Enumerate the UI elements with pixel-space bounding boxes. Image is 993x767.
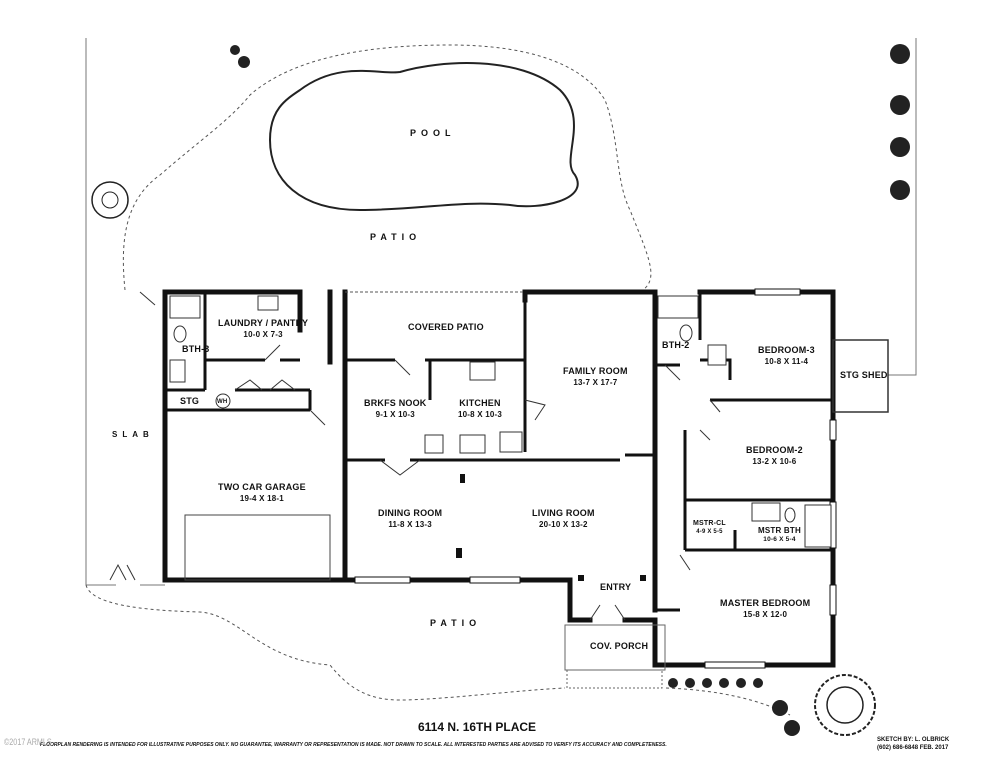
room-dim: 10-8 X 11-4 [764, 357, 809, 366]
room-dim: 20-10 X 13-2 [539, 520, 588, 529]
lot-lines [85, 38, 917, 586]
copyright-watermark: ©2017 ARMLS [4, 737, 52, 747]
room-dim: 4-9 X 5-5 [696, 529, 723, 535]
interior-walls [165, 292, 833, 612]
patio-boundary [122, 44, 652, 293]
slab-label: SLAB [112, 430, 154, 439]
room-kitchen: KITCHEN 10-8 X 10-3 [458, 398, 502, 420]
patio-bottom-label: PATIO [430, 618, 482, 628]
room-garage: TWO CAR GARAGE 19-4 X 18-1 [218, 482, 306, 504]
room-name: MASTER BEDROOM [720, 598, 811, 608]
sketch-contact: (602) 686-6848 FEB. 2017 [877, 745, 949, 751]
windows [354, 288, 837, 669]
room-family: FAMILY ROOM 13-7 X 17-7 [563, 366, 628, 388]
sketch-by: SKETCH BY: L. OLBRICK [877, 737, 950, 743]
covered-patio-label: COVERED PATIO [408, 322, 484, 332]
patio-top-label: PATIO [370, 232, 422, 242]
room-mstr-bth: MSTR BTH 10-6 X 5-4 [758, 526, 801, 544]
room-master: MASTER BEDROOM 15-8 X 12-0 [720, 598, 810, 620]
room-name: BEDROOM-3 [758, 345, 815, 355]
room-name: DINING ROOM [378, 508, 443, 518]
room-dim: 11-8 X 13-3 [388, 520, 432, 529]
room-dim: 10-8 X 10-3 [458, 410, 503, 419]
room-name: MSTR BTH [758, 526, 801, 535]
porch-steps [566, 669, 663, 689]
room-name: BRKFS NOOK [364, 398, 427, 408]
room-dim: 13-2 X 10-6 [752, 457, 797, 466]
stg-shed-label: STG SHED [840, 370, 888, 380]
room-name: KITCHEN [459, 398, 501, 408]
room-brkfs: BRKFS NOOK 9-1 X 10-3 [364, 398, 427, 420]
trees [91, 44, 910, 736]
front-patio-boundary [85, 584, 566, 701]
room-living: LIVING ROOM 20-10 X 13-2 [532, 508, 595, 530]
room-name: FAMILY ROOM [563, 366, 628, 376]
disclaimer: FLOORPLAN RENDERING IS INTENDED FOR ILLU… [40, 742, 667, 748]
room-dim: 15-8 X 12-0 [743, 610, 788, 619]
fixtures [169, 295, 832, 548]
room-name: BEDROOM-2 [746, 445, 803, 455]
room-dim: 10-0 X 7-3 [243, 330, 283, 339]
room-dim: 10-6 X 5-4 [763, 536, 796, 543]
storage-shed [832, 339, 889, 413]
room-name: LIVING ROOM [532, 508, 595, 518]
pool-label: POOL [410, 128, 456, 138]
room-name: TWO CAR GARAGE [218, 482, 306, 492]
room-dim: 9-1 X 10-3 [375, 410, 415, 419]
columns [456, 474, 646, 581]
room-bedroom3: BEDROOM-3 10-8 X 11-4 [758, 345, 815, 367]
room-stg: STG [180, 396, 200, 406]
room-mstr-cl: MSTR-CL 4-9 X 5-5 [693, 519, 726, 537]
pool-outline [268, 62, 579, 212]
room-wh: WH [217, 399, 228, 405]
room-dining: DINING ROOM 11-8 X 13-3 [378, 508, 442, 530]
door-swings [109, 291, 721, 621]
sketch-credit: SKETCH BY: L. OLBRICK (602) 686-6848 FEB… [877, 736, 949, 752]
plan-title: 6114 N. 16TH PLACE [418, 720, 537, 734]
room-dim: 13-7 X 17-7 [573, 378, 618, 387]
garage-door [184, 514, 331, 581]
room-bth2: BTH-2 [662, 340, 690, 350]
room-bth3: BTH-3 [182, 344, 210, 354]
front-patio-boundary-right [665, 687, 791, 716]
room-name: MSTR-CL [693, 520, 726, 527]
room-name: LAUNDRY / PANTRY [218, 318, 309, 328]
room-dim: 19-4 X 18-1 [239, 494, 284, 503]
cov-porch-label: COV. PORCH [590, 641, 649, 651]
room-bedroom2: BEDROOM-2 13-2 X 10-6 [746, 445, 803, 467]
room-entry: ENTRY [600, 582, 632, 592]
room-laundry: LAUNDRY / PANTRY 10-0 X 7-3 [218, 318, 308, 340]
